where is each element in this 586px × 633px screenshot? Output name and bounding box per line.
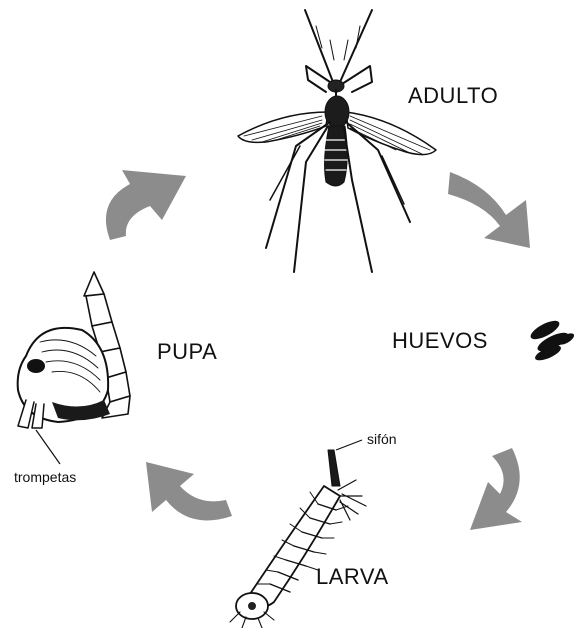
cycle-arrow-larva-to-pupa [146,462,232,520]
cycle-arrow-eggs-to-larva [470,448,522,530]
siphon-pointer-line [336,440,362,450]
annotation-siphon: sifón [367,432,397,446]
trumpets-pointer-line [36,430,60,464]
larva-illustration [230,450,366,628]
stage-label-adult: ADULTO [408,85,498,107]
stage-label-larva: LARVA [316,566,389,588]
adult-mosquito-illustration [238,10,436,272]
cycle-arrow-pupa-to-adult [106,170,186,240]
stage-label-eggs: HUEVOS [392,330,488,352]
annotation-trumpets: trompetas [14,470,76,484]
stage-label-pupa: PUPA [157,341,217,363]
pupa-illustration [18,272,130,428]
egg-raft-illustration [528,317,576,363]
cycle-arrow-adult-to-eggs [448,172,530,248]
